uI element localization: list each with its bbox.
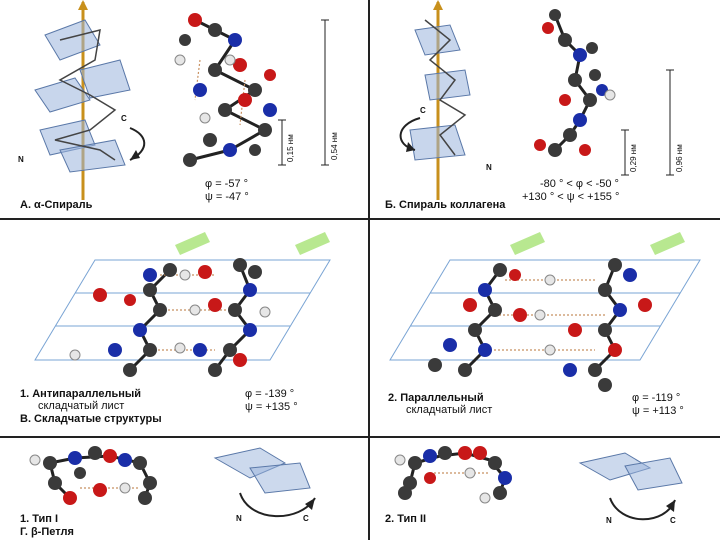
alpha-phi: φ = -57 °: [205, 178, 249, 190]
collagen-helix-ribbon: [399, 0, 471, 200]
alpha-scale-pitch: 0,54 нм: [330, 132, 339, 160]
alpha-n-label: N: [18, 155, 24, 164]
collagen-scale-rise: 0,29 нм: [629, 144, 638, 172]
alpha-helix-ribbon: [34, 0, 146, 200]
alpha-c-label: C: [121, 114, 127, 123]
panel-beta-turn-type2: N C 2. Тип II: [370, 438, 720, 540]
alpha-psi: ψ = -47 °: [205, 191, 249, 203]
turn2-ball-stick: [394, 446, 683, 521]
panel-alpha-helix: N C: [0, 0, 368, 218]
parallel-psi: ψ = +113 °: [632, 405, 684, 417]
turn1-label: 1. Тип I: [20, 513, 59, 525]
parallel-phi: φ = -119 °: [632, 392, 681, 404]
turn2-c-label: C: [670, 516, 676, 525]
turn2-n-label: N: [606, 516, 612, 525]
collagen-psi: +130 ° < ψ < +155 °: [522, 191, 620, 203]
turn1-ball-stick: [29, 446, 316, 518]
section-g-caption: Г. β-Петля: [20, 526, 74, 538]
collagen-ball-stick: [534, 9, 674, 176]
divider-vertical: [368, 0, 370, 540]
divider-bottom: [0, 436, 720, 438]
alpha-caption: А. α-Спираль: [20, 199, 93, 211]
turn2-label: 2. Тип II: [385, 513, 427, 525]
antiparallel-phi: φ = -139 °: [245, 388, 295, 400]
alpha-helix-ball-stick: [174, 13, 329, 167]
collagen-phi: -80 ° < φ < -50 °: [540, 178, 619, 190]
collagen-n-label: N: [486, 163, 492, 172]
panel-parallel-sheet: 2. Параллельный складчатый лист φ = -119…: [370, 220, 720, 436]
collagen-caption: Б. Спираль коллагена: [385, 199, 506, 211]
antiparallel-title-line2: складчатый лист: [38, 400, 125, 412]
antiparallel-title-line1: 1. Антипараллельный: [20, 388, 142, 400]
parallel-title-line2: складчатый лист: [406, 404, 493, 416]
antiparallel-sheet-model: [34, 232, 331, 377]
section-b-caption: В. Складчатые структуры: [20, 413, 162, 425]
antiparallel-psi: ψ = +135 °: [245, 401, 298, 413]
panel-antiparallel-sheet: 1. Антипараллельный складчатый лист φ = …: [0, 220, 368, 436]
divider-top: [0, 218, 720, 220]
parallel-sheet-model: [389, 232, 701, 392]
turn1-c-label: C: [303, 514, 309, 523]
panel-collagen-helix: C N 0,29 нм 0,96 нм -80 ° < φ <: [370, 0, 720, 218]
panel-beta-turn-type1: N C 1. Тип I Г. β-Петля: [0, 438, 368, 540]
collagen-scale-pitch: 0,96 нм: [675, 144, 684, 172]
collagen-c-label: C: [420, 106, 426, 115]
turn1-n-label: N: [236, 514, 242, 523]
alpha-scale-rise: 0,15 нм: [286, 134, 295, 162]
parallel-title-line1: 2. Параллельный: [388, 392, 484, 404]
